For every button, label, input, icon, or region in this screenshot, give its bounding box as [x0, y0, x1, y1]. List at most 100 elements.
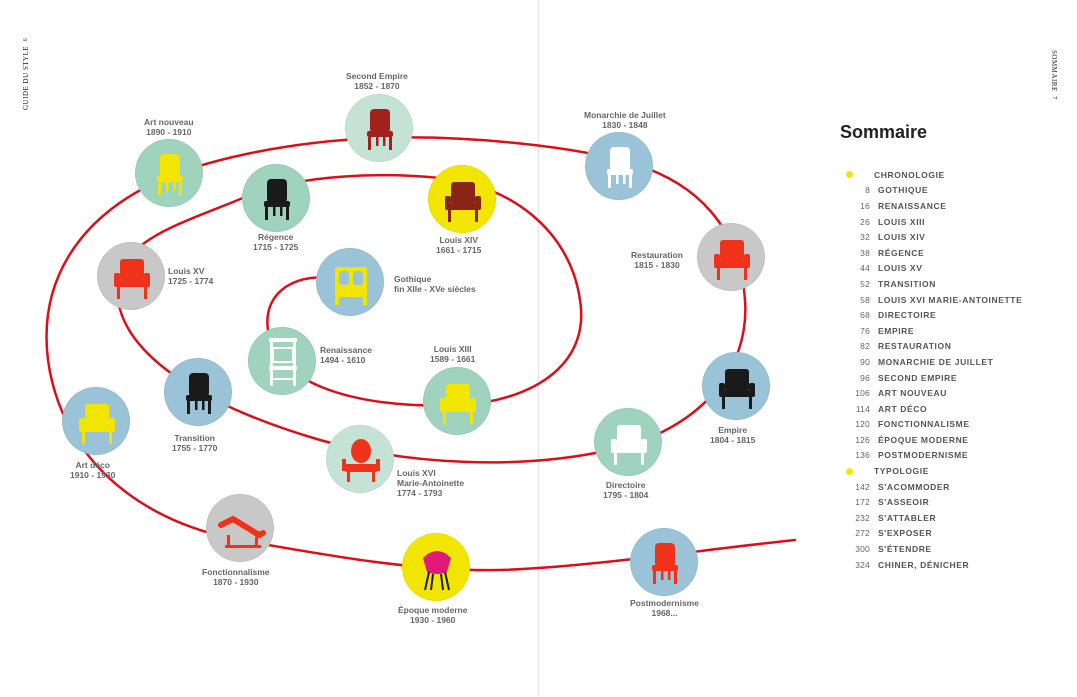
toc-entry-label: GOTHIQUE [878, 185, 929, 196]
toc-page-number: 96 [860, 372, 870, 383]
toc-entry[interactable]: 58 LOUIS XVI MARIE-ANTOINETTE [840, 292, 1022, 308]
armchair-icon [611, 425, 647, 465]
toc-page-number: 82 [860, 341, 870, 352]
medallion-postmodernisme [630, 528, 698, 596]
toc-entry[interactable]: TYPOLOGIE [840, 463, 1022, 479]
armchair-icon [440, 384, 476, 424]
medallion-louis-xvi [326, 425, 394, 493]
era-label-gothique: Gothique fin XIIe - XVe siècles [394, 274, 476, 294]
medallion-empire [702, 352, 770, 420]
era-label-postmodernisme: Postmodernisme 1968... [630, 598, 699, 618]
toc-entry-label: RESTAURATION [878, 341, 952, 352]
toc-entry-label: RÉGENCE [878, 247, 925, 258]
toc-page-number: 172 [855, 497, 870, 508]
medallion-monarchie-de-juillet [585, 132, 653, 200]
toc-entry[interactable]: 8 GOTHIQUE [840, 183, 1022, 199]
section-bullet-icon [840, 171, 874, 179]
era-label-fonctionnalisme: Fonctionnalisme 1870 - 1930 [202, 567, 270, 587]
era-label-empire: Empire 1804 - 1815 [710, 425, 756, 445]
timeline-spiral [45, 136, 797, 572]
toc-entry-label: LOUIS XVI MARIE-ANTOINETTE [878, 294, 1023, 305]
spiral-line [45, 136, 797, 572]
toc-entry[interactable]: 68 DIRECTOIRE [840, 307, 1022, 323]
era-label-art-deco: Art déco 1910 - 1930 [70, 460, 116, 480]
toc-entry-label: S'ASSEOIR [878, 497, 930, 508]
toc-entry-label: MONARCHIE DE JUILLET [878, 356, 994, 367]
armchair-icon [714, 240, 750, 280]
era-label-renaissance: Renaissance 1494 - 1610 [320, 345, 372, 365]
chair-icon [607, 147, 633, 188]
toc-entry-label: LOUIS XV [878, 263, 923, 274]
era-label-restauration: Restauration 1815 - 1830 [631, 250, 683, 270]
toc-entry-label: EMPIRE [878, 325, 915, 336]
running-head-right-title: SOMMAIRE [1050, 50, 1058, 92]
toc-page-number: 126 [855, 434, 870, 445]
toc-entry-label: ART DÉCO [878, 403, 928, 414]
medallion-louis-xiii [423, 367, 491, 435]
medallion-epoque-moderne [402, 533, 470, 601]
toc-entry-label: ÉPOQUE MODERNE [878, 434, 969, 445]
era-label-louis-xiv: Louis XIV 1661 - 1715 [436, 235, 482, 255]
era-label-transition: Transition 1755 - 1770 [172, 433, 218, 453]
toc-entry-label: S'ACOMMODER [878, 481, 950, 492]
toc-entry-label: LOUIS XIV [878, 232, 926, 243]
toc-page-number: 26 [860, 216, 870, 227]
medallion-renaissance [248, 327, 316, 395]
medallion-louis-xv [97, 242, 165, 310]
running-head-right: SOMMAIRE 7 [1050, 50, 1058, 110]
toc-entry[interactable]: 126 ÉPOQUE MODERNE [840, 432, 1022, 448]
toc-entry[interactable]: 136 POSTMODERNISME [840, 448, 1022, 464]
chair-icon [367, 109, 393, 150]
era-label-monarchie-de-juillet: Monarchie de Juillet 1830 - 1848 [584, 110, 666, 130]
era-label-art-nouveau: Art nouveau 1890 - 1910 [144, 117, 194, 137]
chair-icon [652, 543, 678, 584]
armchair-icon [114, 259, 150, 299]
toc-entry-label: POSTMODERNISME [878, 450, 969, 461]
toc-page-number: 8 [865, 185, 870, 196]
toc-entry-label: DIRECTOIRE [878, 310, 937, 321]
toc-entry-label: S'ÉTENDRE [878, 544, 932, 555]
toc-page-number: 120 [855, 419, 870, 430]
toc-page-number: 136 [855, 450, 870, 461]
era-label-epoque-moderne: Époque moderne 1930 - 1960 [398, 605, 468, 625]
era-label-louis-xv: Louis XV 1725 - 1774 [168, 266, 214, 286]
medallion-gothique [316, 248, 384, 316]
page-gutter [538, 0, 539, 697]
toc-entry[interactable]: CHRONOLOGIE [840, 167, 1022, 183]
toc-entry[interactable]: 44 LOUIS XV [840, 261, 1022, 277]
medallion-transition [164, 358, 232, 426]
shell-chair-icon [423, 551, 451, 591]
medallion-directoire [594, 408, 662, 476]
toc-page-number: 44 [860, 263, 870, 274]
chair-icon [186, 373, 212, 414]
toc-entry[interactable]: 82 RESTAURATION [840, 339, 1022, 355]
toc-entry-label: S'ATTABLER [878, 512, 937, 523]
toc-page-number: 114 [855, 403, 870, 414]
toc-entry[interactable]: 120 FONCTIONNALISME [840, 417, 1022, 433]
toc-entry[interactable]: 172 S'ASSEOIR [840, 494, 1022, 510]
armchair-icon [445, 182, 481, 222]
toc-entry-label: FONCTIONNALISME [878, 419, 970, 430]
medallion-fonctionnalisme [206, 494, 274, 562]
toc-entry[interactable]: 114 ART DÉCO [840, 401, 1022, 417]
toc-page-number: 68 [860, 310, 870, 321]
renaissance-chair-icon [269, 338, 297, 386]
toc-page-number: 58 [860, 294, 870, 305]
toc-title: Sommaire [840, 122, 928, 142]
